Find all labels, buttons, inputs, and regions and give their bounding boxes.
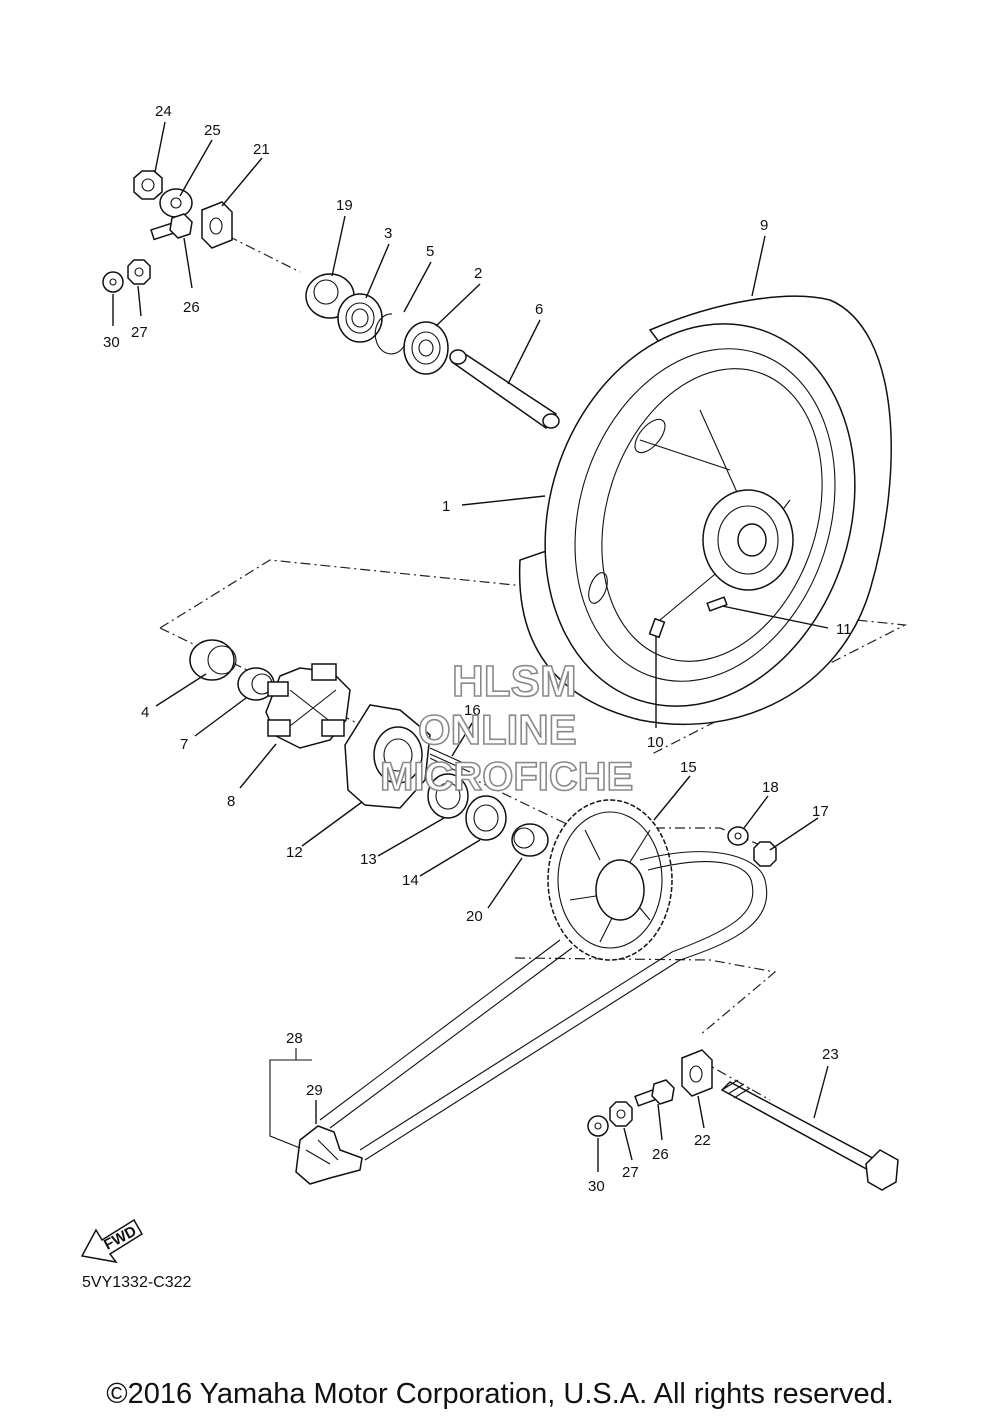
callout-10: 10 — [647, 734, 664, 751]
drive-chain-28 — [319, 851, 768, 1161]
fwd-label: FWD — [101, 1223, 139, 1254]
callout-5: 5 — [426, 243, 434, 260]
leader-lines — [112, 121, 829, 1172]
callout-21: 21 — [253, 141, 270, 158]
callout-15: 15 — [680, 759, 697, 776]
callout-23: 23 — [822, 1046, 839, 1063]
callout-25: 25 — [204, 122, 221, 139]
copyright-notice: ©2016 Yamaha Motor Corporation, U.S.A. A… — [106, 1378, 894, 1410]
callout-30-bottom: 30 — [588, 1178, 605, 1195]
callout-26-top: 26 — [183, 299, 200, 316]
adjuster-plate-22 — [681, 1049, 713, 1097]
damper-8 — [265, 663, 351, 749]
wheel-rim-1 — [544, 323, 856, 707]
bearing-13 — [427, 773, 469, 819]
callout-27-bottom: 27 — [622, 1164, 639, 1181]
callout-13: 13 — [360, 851, 377, 868]
circlip-5 — [374, 313, 405, 355]
bearing-4 — [189, 639, 237, 681]
nut-27-bottom — [609, 1101, 633, 1127]
nut-24 — [133, 170, 163, 200]
callout-29: 29 — [306, 1082, 323, 1099]
washer-25 — [159, 188, 193, 218]
collar-20 — [511, 823, 549, 857]
nut-27-top — [127, 259, 151, 285]
chain-joint-29 — [295, 1125, 363, 1185]
watermark: HLSM ONLINE MICROFICHE — [379, 656, 634, 800]
washer-30-top — [102, 271, 124, 293]
adjuster-plate-21 — [201, 201, 233, 249]
stud-16 — [429, 747, 471, 773]
bolt-26-bottom — [634, 1079, 675, 1107]
callout-30-top: 30 — [103, 334, 120, 351]
callout-28: 28 — [286, 1030, 303, 1047]
callout-7: 7 — [180, 736, 188, 753]
callout-1: 1 — [442, 498, 450, 515]
spacer-6 — [449, 349, 560, 430]
bracket-28-29 — [269, 1048, 312, 1149]
callout-11: 11 — [836, 621, 852, 638]
watermark-line-3: MICROFICHE — [380, 755, 633, 799]
washer-30-bottom — [587, 1115, 609, 1137]
callout-3: 3 — [384, 225, 392, 242]
callout-numbers: 24 25 21 19 3 5 2 6 9 26 27 30 1 11 10 4… — [103, 103, 852, 1195]
callout-9: 9 — [760, 217, 768, 234]
callout-22: 22 — [694, 1132, 711, 1149]
sprocket-hub-12 — [344, 704, 431, 809]
sprocket-15 — [547, 799, 673, 961]
valve-10 — [648, 617, 666, 639]
callout-20: 20 — [466, 908, 483, 925]
callout-24: 24 — [155, 103, 172, 120]
callout-27-top: 27 — [131, 324, 148, 341]
bearing-2 — [403, 321, 449, 375]
callout-14: 14 — [402, 872, 419, 889]
callout-18: 18 — [762, 779, 779, 796]
washer-18 — [727, 826, 749, 846]
callout-12: 12 — [286, 844, 303, 861]
callout-2: 2 — [474, 265, 482, 282]
watermark-line-1: HLSM — [452, 657, 577, 706]
callout-19: 19 — [336, 197, 353, 214]
balance-weight-11 — [706, 596, 728, 612]
callout-8: 8 — [227, 793, 235, 810]
callout-26-bottom: 26 — [652, 1146, 669, 1163]
diagram-code: 5VY1332-C322 — [82, 1274, 192, 1291]
nut-17 — [753, 841, 777, 867]
wheel-hub — [702, 489, 794, 591]
callout-4: 4 — [141, 704, 149, 721]
callout-6: 6 — [535, 301, 543, 318]
oil-seal-14 — [465, 795, 507, 841]
fwd-arrow-icon: FWD — [80, 1218, 144, 1264]
callout-17: 17 — [812, 803, 829, 820]
watermark-line-2: ONLINE — [418, 706, 577, 753]
callout-16: 16 — [464, 702, 481, 719]
axle-23 — [720, 1079, 899, 1191]
bolt-26-top — [150, 213, 193, 241]
